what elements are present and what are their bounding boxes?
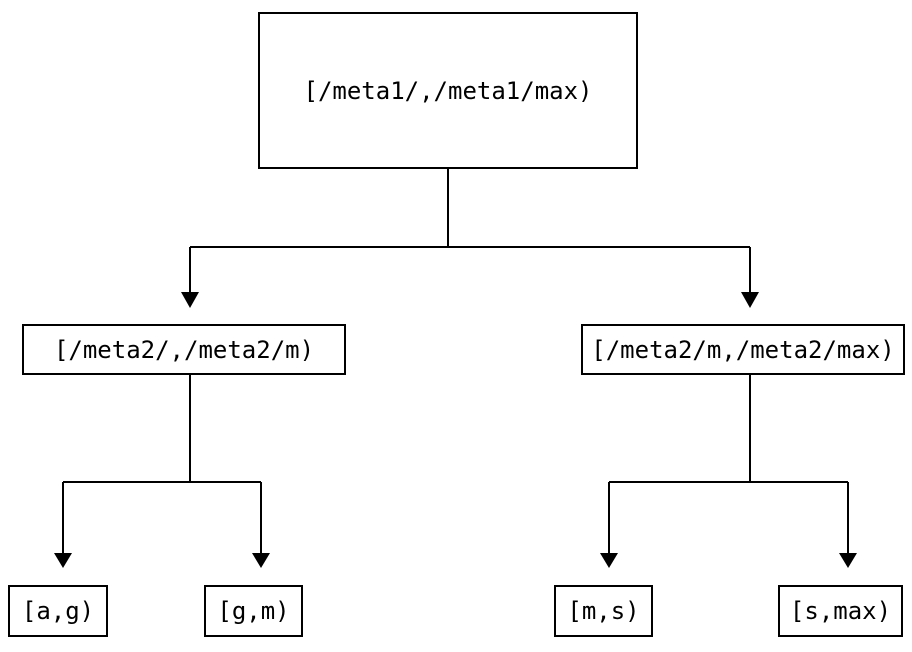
arrowhead-to-leaf-3 [839, 553, 857, 568]
arrowhead-to-leaf-2 [600, 553, 618, 568]
arrowhead-to-child-right [741, 292, 759, 308]
node-label: [a,g) [21, 597, 95, 625]
edge-right-child-to-leaves [600, 375, 857, 568]
arrowhead-to-leaf-0 [54, 553, 72, 568]
tree-node-leaf-smax: [s,max) [778, 585, 903, 637]
node-label: [/meta1/,/meta1/max) [303, 76, 593, 105]
node-label: [/meta2/m,/meta2/max) [591, 335, 895, 364]
tree-node-root: [/meta1/,/meta1/max) [258, 12, 638, 169]
edge-root-to-children [181, 169, 759, 308]
arrowhead-to-leaf-1 [252, 553, 270, 568]
tree-node-leaf-gm: [g,m) [204, 585, 303, 637]
edge-left-child-to-leaves [54, 375, 270, 568]
node-label: [s,max) [789, 597, 892, 625]
node-label: [/meta2/,/meta2/m) [53, 335, 315, 364]
edge-line [608, 375, 849, 554]
arrowhead-to-child-left [181, 292, 199, 308]
tree-node-leaf-ag: [a,g) [8, 585, 108, 637]
tree-node-child-right: [/meta2/m,/meta2/max) [581, 324, 905, 375]
edge-line [189, 169, 751, 293]
node-label: [g,m) [217, 597, 290, 625]
node-label: [m,s) [567, 597, 640, 625]
edge-line [62, 375, 262, 554]
tree-node-child-left: [/meta2/,/meta2/m) [22, 324, 346, 375]
tree-node-leaf-ms: [m,s) [554, 585, 653, 637]
